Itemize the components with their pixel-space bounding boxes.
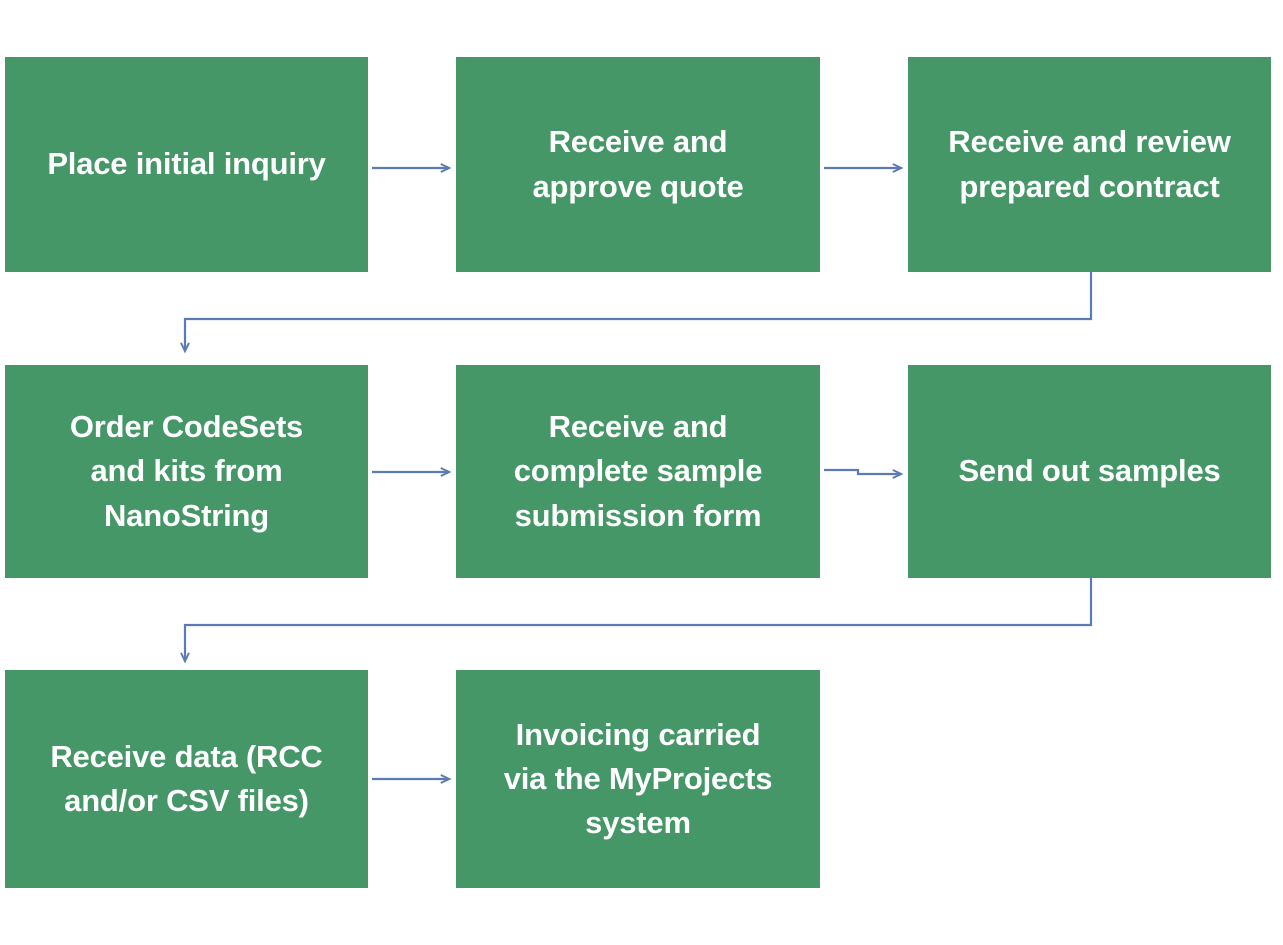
process-box-receive-approve-quote[interactable]: Receive and approve quote [456,57,820,272]
process-box-receive-data[interactable]: Receive data (RCC and/or CSV files) [5,670,368,888]
process-box-complete-sample-submission-form[interactable]: Receive and complete sample submission f… [456,365,820,578]
process-box-place-initial-inquiry[interactable]: Place initial inquiry [5,57,368,272]
process-box-receive-review-contract[interactable]: Receive and review prepared contract [908,57,1271,272]
process-box-order-codesets-kits[interactable]: Order CodeSets and kits from NanoString [5,365,368,578]
process-box-invoicing-myprojects[interactable]: Invoicing carried via the MyProjects sys… [456,670,820,888]
edge-n5-n6 [824,468,904,479]
edge-n6-n7 [180,578,1093,664]
process-box-send-out-samples[interactable]: Send out samples [908,365,1271,578]
edge-n3-n4 [180,272,1093,354]
